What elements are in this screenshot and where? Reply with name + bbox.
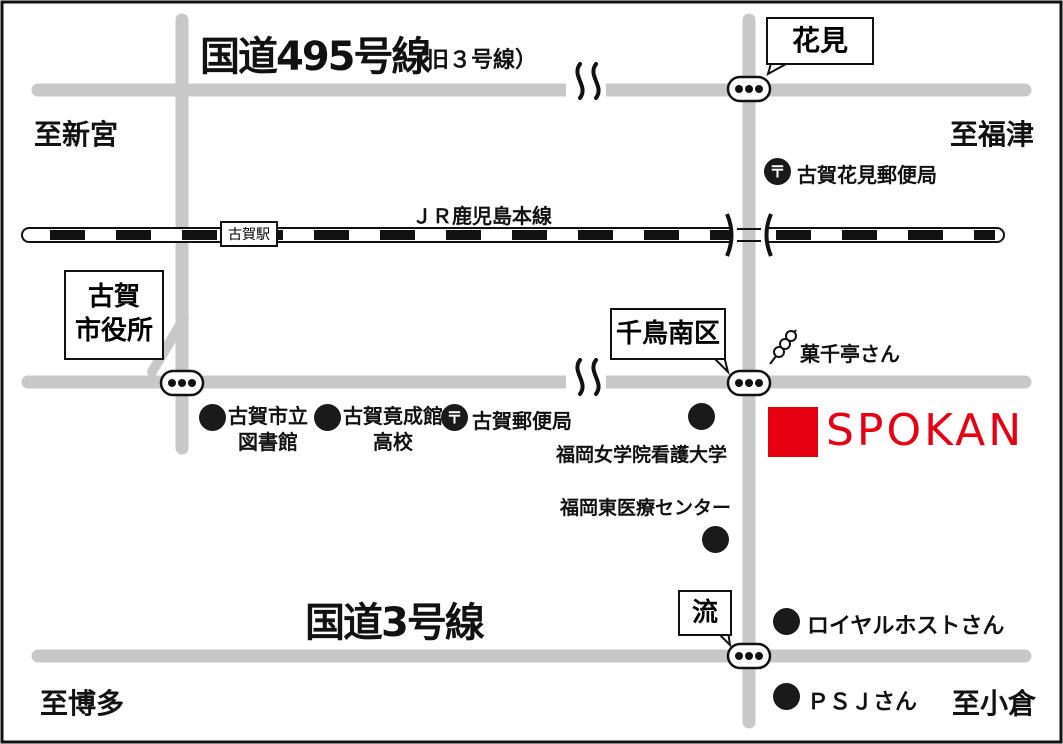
traffic-signals [159, 75, 772, 670]
nursing-univ-label: 福岡女学院看護大学 [556, 444, 728, 466]
medical-center-marker-icon [702, 526, 729, 553]
dango-icon [769, 329, 797, 365]
chidori-minami-intersection-callout: 千鳥南区 [610, 308, 726, 360]
hanami-intersection-callout: 花見 [766, 17, 874, 65]
high-school-label-line2: 高校 [373, 430, 413, 454]
post-office-icon: 〒 [441, 404, 468, 431]
hanami-post-office-label: 古賀花見郵便局 [797, 163, 937, 187]
royal-host-marker-icon [773, 608, 800, 635]
spokan-brand-label: SPOKAN [826, 405, 1025, 456]
direction-kokura: 至小倉 [952, 687, 1037, 720]
psj-marker-icon [773, 683, 800, 710]
koga-station-label: 古賀駅 [220, 221, 278, 247]
kashi-tei-label: 菓千亭さん [800, 342, 900, 366]
route495-label: 国道495号線 [200, 34, 431, 80]
direction-hakata: 至博多 [40, 687, 125, 720]
signal-chidori-icon [726, 369, 772, 397]
hanami-post-office-icon: 〒 [764, 158, 791, 185]
high-school-label-line1: 古賀竟成館 [343, 404, 443, 428]
railway-line [21, 212, 1005, 260]
route495-note: （旧３号線） [405, 48, 538, 73]
library-marker-icon [199, 404, 226, 431]
road-break-symbols [566, 60, 606, 411]
signal-city-hall-icon [159, 369, 205, 397]
road-city-hall-access [147, 313, 189, 377]
psj-label: ＰＳＪさん [807, 690, 918, 715]
post-office-label: 古賀郵便局 [472, 409, 572, 433]
city-hall-line2: 市役所 [74, 316, 153, 346]
route3-label: 国道3号線 [305, 600, 485, 646]
library-label: 古賀市立 図書館 [228, 403, 308, 455]
nagare-intersection-callout: 流 [678, 590, 732, 636]
spokan-location-marker [768, 407, 818, 457]
library-label-line1: 古賀市立 [228, 404, 308, 428]
city-hall-line1: 古賀 [87, 282, 140, 312]
medical-center-label: 福岡東医療センター [560, 497, 732, 519]
high-school-label: 古賀竟成館 高校 [343, 403, 443, 455]
royal-host-label: ロイヤルホストさん [807, 614, 1005, 639]
library-label-line2: 図書館 [238, 430, 298, 454]
direction-shingu: 至新宮 [34, 118, 119, 151]
signal-hanami-icon [726, 75, 772, 103]
railway-label: ＪＲ鹿児島本線 [412, 204, 552, 228]
nursing-univ-marker-icon [688, 403, 715, 430]
high-school-marker-icon [314, 404, 341, 431]
city-hall-box: 古賀 市役所 [64, 270, 164, 360]
direction-fukutsu: 至福津 [950, 118, 1035, 151]
signal-nagare-icon [726, 642, 772, 670]
